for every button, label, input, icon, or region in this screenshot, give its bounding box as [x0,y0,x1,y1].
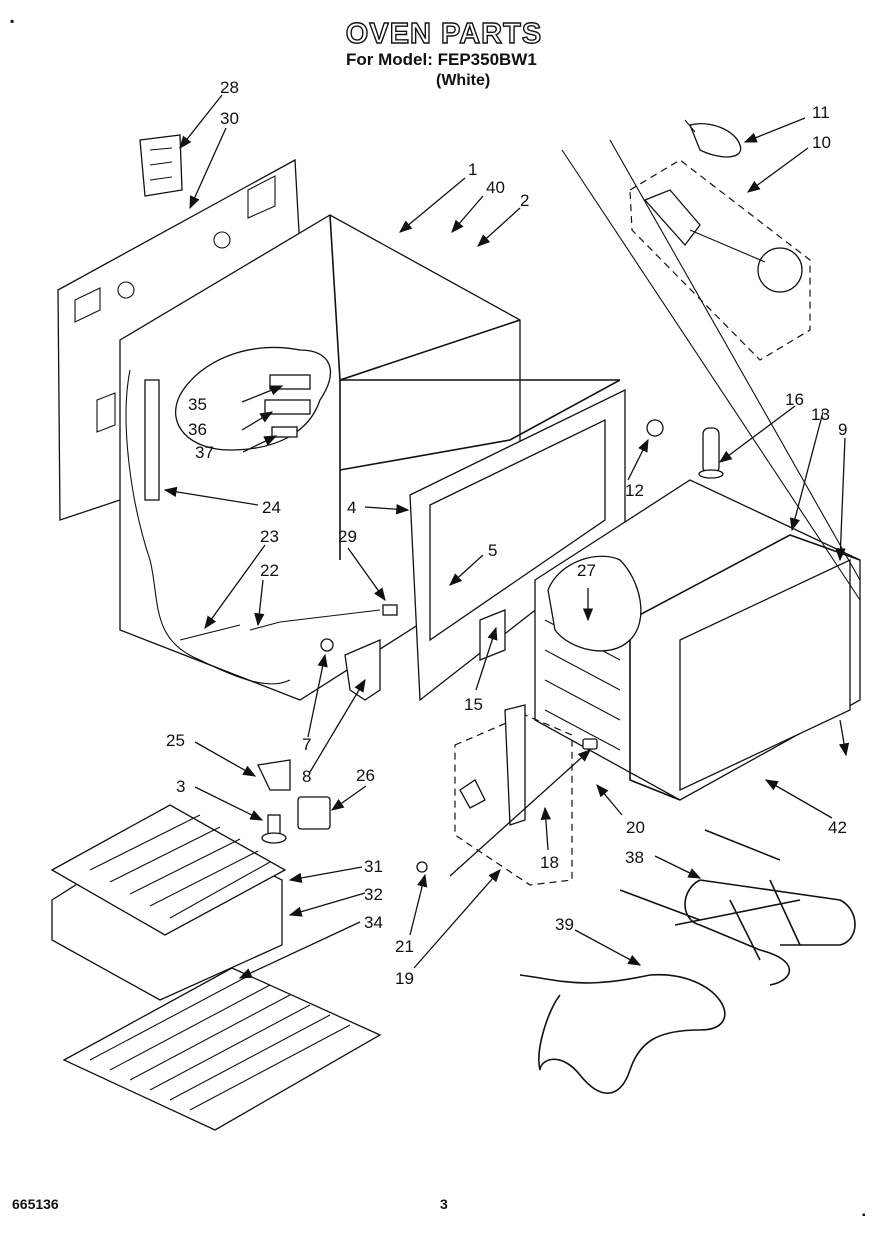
part-27-insulation [547,555,642,652]
part-22-23-wire [179,609,381,641]
part-10-light-socket [629,159,811,361]
callout-20: 20 [626,818,645,837]
callout-13: 13 [811,405,830,424]
callout-35: 35 [188,395,207,414]
callout-11: 11 [812,103,830,122]
callout-4: 4 [347,498,356,517]
callout-24: 24 [262,498,281,517]
callout-5: 5 [488,541,497,560]
callout-9: 9 [838,420,847,439]
callout-30: 30 [220,109,239,128]
callout-12: 12 [625,481,644,500]
part-24-strip [144,379,160,501]
part-31-32-broil-pan [50,804,287,1001]
part-4-front-frame [409,388,626,702]
part-20-screw [582,738,598,750]
part-21-nut [416,861,428,873]
part-3-leveling-leg [261,814,287,844]
part-29-pin [382,604,398,616]
callout-32: 32 [364,885,383,904]
callout-16: 16 [785,390,804,409]
callout-7: 7 [302,735,311,754]
callout-19: 19 [395,969,414,988]
callout-21: 21 [395,937,414,956]
corner-mark-bottom: ▪ [862,1210,866,1221]
part-18-19-hinge-assembly [454,704,573,886]
callout-3: 3 [176,777,185,796]
callout-28: 28 [220,78,239,97]
part-35-36-37-switch-assembly [174,346,331,451]
callout-15: 15 [464,695,483,714]
corner-mark-top: ▪ [10,14,15,28]
color-line: (White) [436,72,491,89]
callout-labels: 28 30 1 40 2 11 10 35 36 37 24 16 13 9 1… [166,78,847,988]
part-25-clip [257,759,291,791]
callout-38: 38 [625,848,644,867]
part-11-light-bulb [684,119,742,158]
callout-2: 2 [520,191,529,210]
callout-27: 27 [577,561,596,580]
callout-18: 18 [540,853,559,872]
document-number: 665136 [12,1196,59,1212]
part-39-broil-element [519,974,726,1094]
callout-40: 40 [486,178,505,197]
leader-lines [163,94,861,979]
callout-39: 39 [555,915,574,934]
callout-42: 42 [828,818,847,837]
part-7-washer [320,638,334,652]
callout-1: 1 [468,160,477,179]
part-38-bake-element [619,829,856,986]
part-34-oven-rack [62,967,382,1131]
page-title: OVEN PARTS [345,17,543,50]
callout-8: 8 [302,767,311,786]
part-28-insulation-tag [139,134,183,197]
callout-36: 36 [188,420,207,439]
part-8-bracket [344,639,381,701]
callout-23: 23 [260,527,279,546]
callout-31: 31 [364,857,383,876]
part-16-tube [698,427,724,479]
callout-37: 37 [195,443,214,462]
callout-22: 22 [260,561,279,580]
callout-29: 29 [338,527,357,546]
part-26-block [297,796,331,830]
model-line: For Model: FEP350BW1 [346,50,537,69]
part-12-knob [646,419,664,437]
callout-10: 10 [812,133,831,152]
page-number: 3 [440,1196,448,1212]
callout-25: 25 [166,731,185,750]
callout-26: 26 [356,766,375,785]
callout-34: 34 [364,913,383,932]
